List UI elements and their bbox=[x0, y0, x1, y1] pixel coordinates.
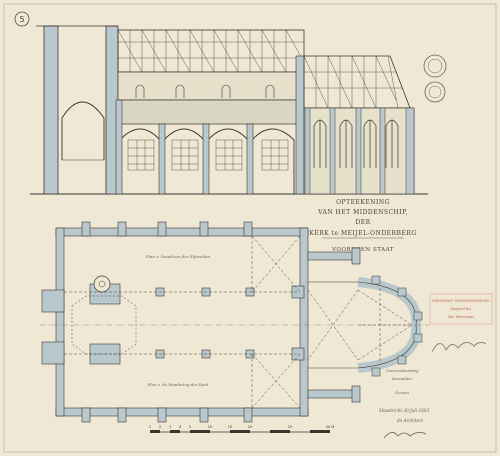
signature-mark bbox=[431, 341, 487, 353]
sheet-number-mark: 5 bbox=[14, 11, 30, 27]
title-line-3: DER bbox=[355, 219, 370, 226]
architect-signature bbox=[383, 432, 427, 439]
date-line-2: de Architect bbox=[397, 418, 423, 423]
aisle-wall bbox=[117, 99, 301, 125]
choir-roof-truss bbox=[303, 55, 402, 109]
scale-number: 1 bbox=[149, 425, 151, 429]
scale-number: 30 M bbox=[326, 425, 335, 429]
approval-line-2: bevonden bbox=[392, 376, 412, 381]
scale-bar: 1 2 3 4 5 10 15 20 25 30 M bbox=[149, 425, 335, 433]
approval-note: Overeenkomstig bevonden Gezien bbox=[385, 368, 419, 395]
sheet-number: 5 bbox=[19, 15, 24, 24]
scale-number: 2 bbox=[159, 425, 161, 429]
tower-vault bbox=[71, 295, 137, 355]
floor-plan bbox=[40, 221, 430, 423]
seal-stamps bbox=[423, 54, 447, 103]
nave-roof bbox=[117, 29, 305, 73]
date-line-1: Maastricht 30 Juli 1893 bbox=[378, 408, 430, 413]
title-line-5: VOORHEEN STAAT bbox=[331, 247, 394, 253]
tower-arch bbox=[61, 101, 105, 160]
scale-number: 25 bbox=[288, 425, 293, 429]
scale-number: 4 bbox=[179, 425, 182, 429]
vault-lines bbox=[64, 235, 413, 409]
stair-turret bbox=[93, 275, 111, 293]
choir-buttresses bbox=[304, 107, 415, 195]
date-note: Maastricht 30 Juli 1893 de Architect bbox=[378, 408, 430, 423]
scale-number: 20 bbox=[248, 425, 253, 429]
paper-edge bbox=[3, 3, 497, 453]
approval-line-1: Overeenkomstig bbox=[385, 368, 419, 373]
scale-number: 3 bbox=[169, 425, 171, 429]
scale-numbers: 1 2 3 4 5 10 15 20 25 30 M bbox=[149, 425, 335, 429]
title-line-4: KERK te MEIJEL-ONDERBERG bbox=[309, 230, 416, 237]
plan-walls bbox=[41, 221, 361, 423]
stamp-line-1: RIJKSDIENST MONUMENTENZORG bbox=[432, 299, 490, 303]
arcade-windows bbox=[127, 139, 289, 171]
clerestory-windows bbox=[135, 84, 275, 98]
tower-wall-left bbox=[43, 25, 59, 195]
drawing-title: OPTEEKENING VAN HET MIDDENSCHIP, DER KER… bbox=[309, 199, 416, 253]
title-line-2: VAN HET MIDDENSCHIP, bbox=[317, 209, 408, 216]
lower-aisle-label: Plan v. de Fundering der Kerk bbox=[147, 382, 209, 387]
choir-windows bbox=[313, 119, 399, 168]
scale-number: 15 bbox=[228, 425, 233, 429]
stamp-line-2: Negatief No. bbox=[450, 307, 471, 311]
archive-stamp: RIJKSDIENST MONUMENTENZORG Negatief No. … bbox=[429, 293, 493, 325]
roof-truss bbox=[117, 29, 305, 73]
upper-aisle-label: Plan v. Gewelven der Zijbeuken bbox=[145, 254, 210, 259]
approval-line-3: Gezien bbox=[395, 390, 409, 395]
scale-number: 10 bbox=[208, 425, 213, 429]
title-line-1: OPTEEKENING bbox=[336, 199, 390, 206]
clerestory bbox=[117, 71, 301, 101]
elevation-section bbox=[30, 25, 428, 195]
stamp-line-3: Afd. Tekeningen bbox=[448, 315, 475, 319]
apse-buttresses bbox=[371, 275, 423, 377]
scale-number: 5 bbox=[189, 425, 191, 429]
choir-roof bbox=[303, 55, 411, 109]
